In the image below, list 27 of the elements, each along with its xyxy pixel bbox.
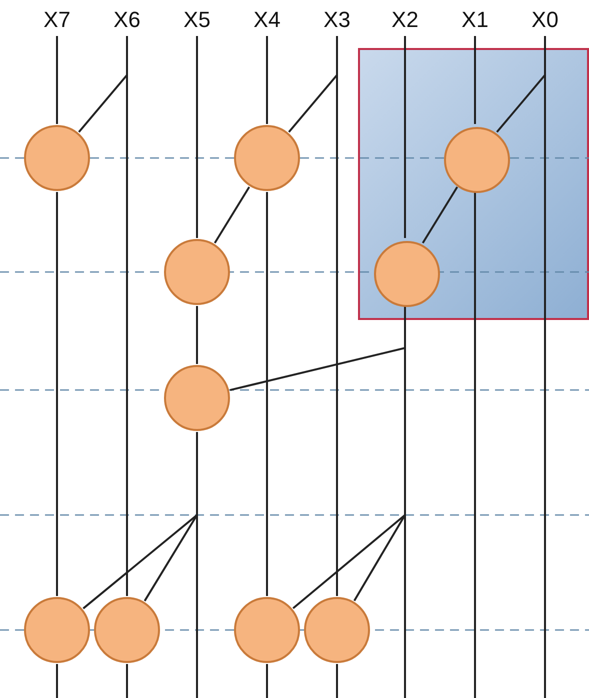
input-label: X1 [455,7,495,33]
wire-line [78,36,128,133]
wire-line [196,36,198,238]
wire-line [214,186,250,244]
wire-line [336,664,338,698]
wire-line [404,36,406,238]
wire-line [266,664,268,698]
input-label: X2 [385,7,425,33]
input-label: X4 [247,7,287,33]
wire-line [56,192,58,596]
wire-line [144,432,198,602]
wire-line [474,192,476,698]
input-label: X6 [107,7,147,33]
wire-line [266,36,268,124]
input-label: X5 [177,7,217,33]
wire-line [196,306,198,364]
wire-line [126,664,128,698]
input-label: X7 [37,7,77,33]
input-label: X0 [525,7,565,33]
wire-line [422,186,458,244]
input-label: X3 [317,7,357,33]
wire-line [56,664,58,698]
wire-line [474,36,476,124]
wire-line [288,36,338,133]
highlight-region [358,48,589,320]
wire-line [56,36,58,124]
wire-line [266,192,268,596]
